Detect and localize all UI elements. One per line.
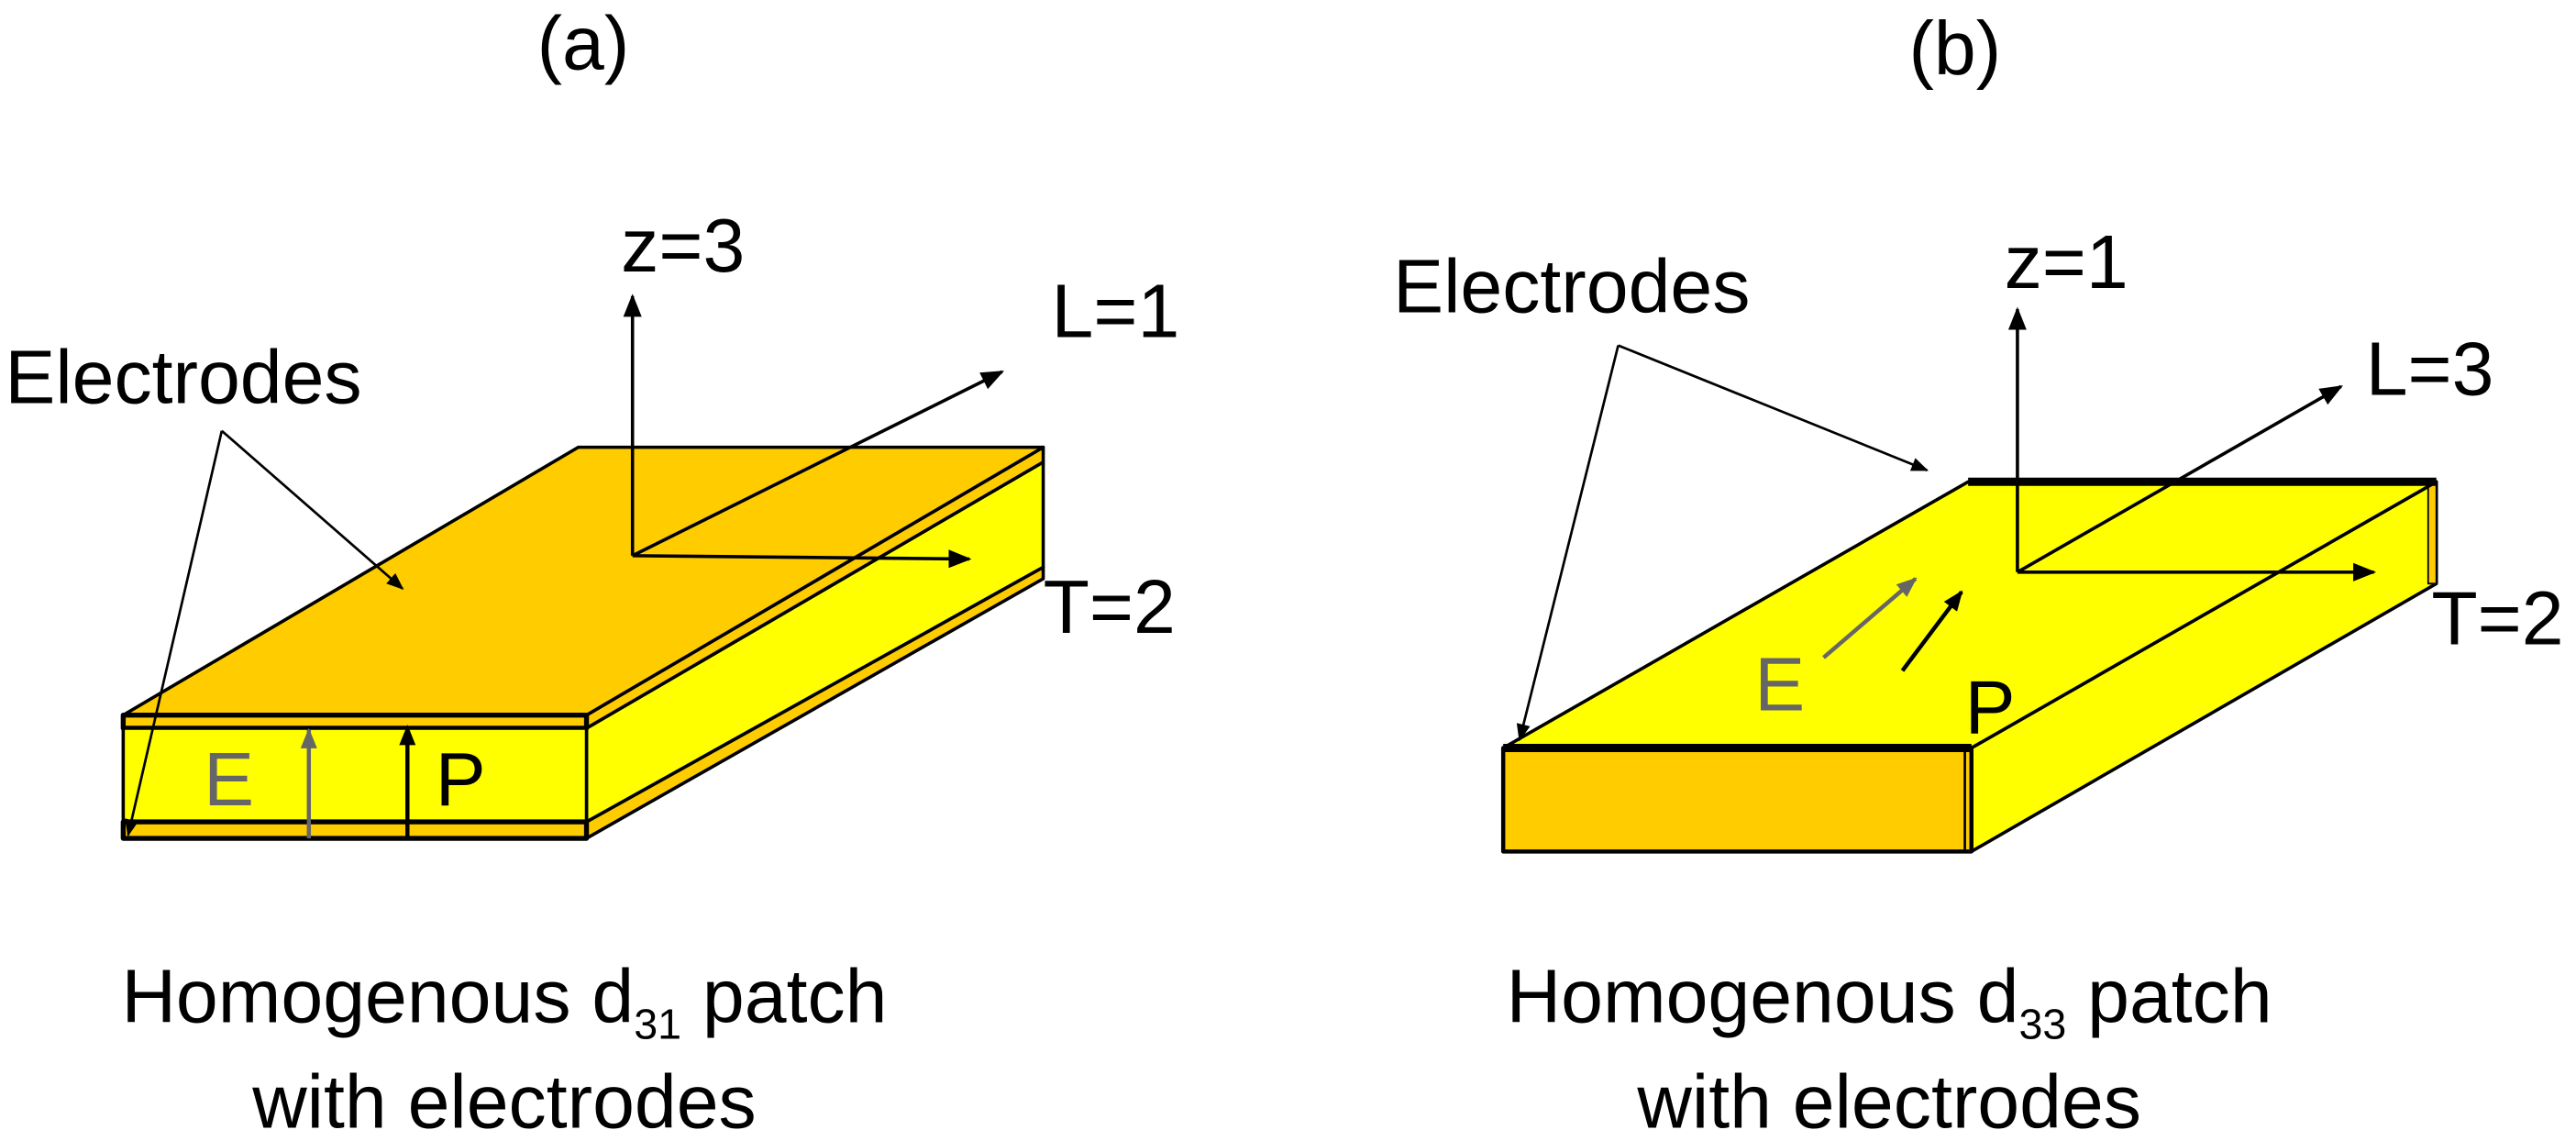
caption-a-line2: with electrodes [251,1059,757,1141]
e-field-label: E [1754,642,1805,726]
electrode-pointer-back [1618,344,1929,471]
e-field-arrow [1822,577,1918,659]
l-axis-label: L=3 [2366,327,2494,411]
panel-b-label: (b) [1908,6,2001,91]
t-axis-label: T=2 [1044,565,1176,649]
d33-patch [1500,477,2438,854]
panel-a-label: (a) [537,2,630,86]
l-axis-arrow [2017,384,2343,574]
electrode-pointer-front [1516,345,1620,742]
caption-b-line1: Homogenous d33 patch [1507,955,2272,1048]
electrode-pointer-top [220,429,404,590]
panel-b: (b) z=1 L=3 T=2 Electrodes E P Homogenou… [1393,6,2563,1141]
patch-front-face [121,726,589,824]
polarization-arrow [1900,590,1963,672]
caption-b-line2: with electrodes [1636,1059,2141,1141]
polarization-label: P [1965,665,2016,749]
polarization-label: P [436,737,486,822]
top-electrode-front [120,712,590,731]
t-axis-label: T=2 [2431,577,2563,661]
t-axis-arrow [632,549,972,569]
axes-b [1516,306,2377,742]
caption-a-line1: Homogenous d31 patch [121,955,887,1048]
bottom-electrode-front [120,819,590,841]
d31-patch [120,445,1045,841]
back-electrode [2427,481,2438,585]
l-axis-arrow [631,370,1005,558]
electrodes-label: Electrodes [5,335,361,419]
l-axis-label: L=1 [1052,270,1180,354]
z-axis-label: z=3 [621,204,745,288]
panel-a: (a) z=3 L=1 T=2 Electrodes E [5,2,1179,1141]
electrodes-label: Electrodes [1393,245,1750,329]
axes-a [125,294,1005,839]
e-field-label: E [204,737,254,822]
electrode-pointer-bottom [125,430,224,837]
z-axis-label: z=1 [2005,220,2128,305]
front-electrode [1500,746,1973,854]
